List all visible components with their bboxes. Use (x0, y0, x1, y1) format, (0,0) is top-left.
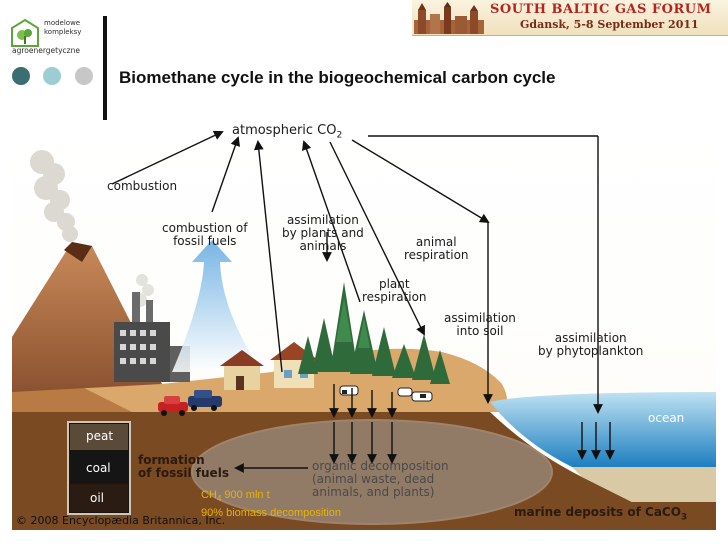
ch4-annotation: CH4 900 mln t (201, 488, 270, 506)
bullet-dot-gray (75, 67, 93, 85)
label-oil: oil (90, 492, 104, 505)
logo-leaf-icon (10, 18, 40, 48)
logo-text-3: agroenergetyczne (12, 47, 80, 55)
bullet-dot-light (43, 67, 61, 85)
bullet-dot-dark (12, 67, 30, 85)
banner-title: SOUTH BALTIC GAS FORUM (490, 2, 712, 17)
forum-banner: SOUTH BALTIC GAS FORUM Gdansk, 5-8 Septe… (412, 0, 728, 36)
carbon-cycle-diagram: atmospheric CO2 combustion combustion of… (12, 122, 716, 530)
logo: modelowe kompleksy agroenergetyczne (10, 16, 88, 58)
label-marine-deposits: marine deposits of CaCO3 (514, 506, 687, 524)
label-coal: coal (86, 462, 111, 475)
label-atmospheric-co2: atmospheric CO2 (232, 124, 342, 143)
label-organic-decomposition: organic decomposition(animal waste, dead… (312, 460, 449, 499)
copyright-notice: © 2008 Encyclopædia Britannica, Inc. (16, 514, 225, 527)
page-title: Biomethane cycle in the biogeochemical c… (119, 68, 555, 88)
label-combustion: combustion (107, 180, 177, 193)
label-peat: peat (86, 430, 113, 443)
title-divider (103, 16, 107, 120)
biomass-annotation: 90% biomass decomposition (201, 506, 341, 520)
logo-text-2: kompleksy (44, 28, 81, 36)
logo-text-1: modelowe (44, 19, 80, 27)
label-ocean: ocean (648, 412, 684, 425)
city-skyline-icon (414, 2, 484, 34)
banner-subtitle: Gdansk, 5-8 September 2011 (520, 18, 699, 31)
